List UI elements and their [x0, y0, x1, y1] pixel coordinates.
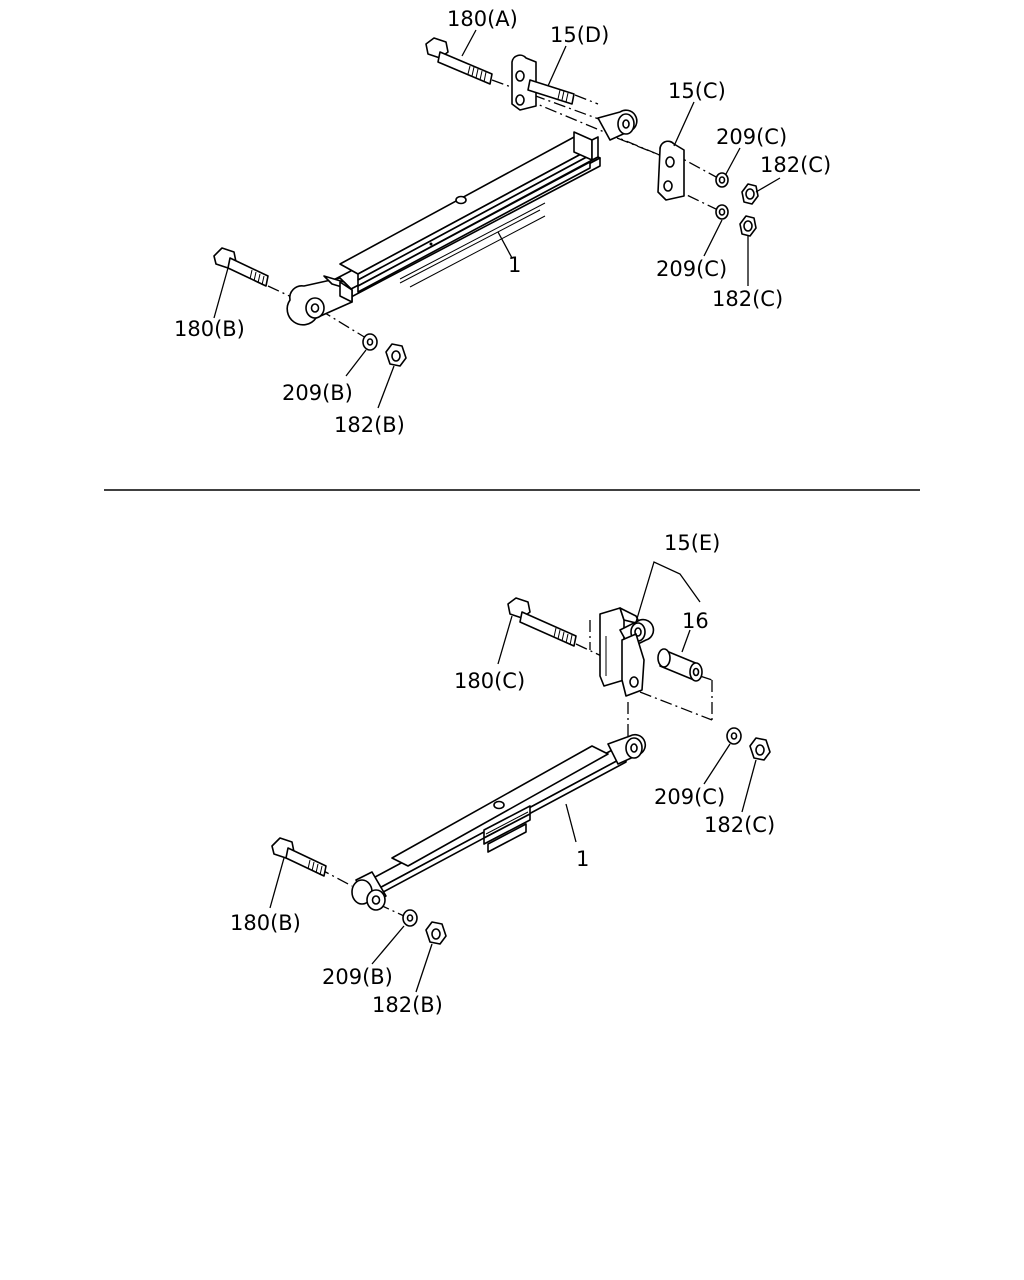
- label-bushing-16: 16: [682, 609, 709, 633]
- bolt-180a-icon: [425, 37, 493, 85]
- label-bracket-15d: 15(D): [550, 23, 609, 47]
- washer-209c-bottom-icon: [715, 204, 729, 220]
- label-washer-209c-bottom: 209(C): [656, 257, 727, 281]
- lower-center-lines: [317, 620, 713, 917]
- bolt-180b-lower-icon: [271, 837, 327, 877]
- washer-209b-lower-icon: [402, 909, 418, 927]
- nut-182b-upper-icon: [385, 343, 407, 367]
- washer-209b-upper-icon: [362, 333, 378, 351]
- label-bolt-180a: 180(A): [447, 7, 518, 31]
- label-leaf-spring-upper: 1: [508, 253, 521, 277]
- label-nut-182b-upper: 182(B): [334, 413, 405, 437]
- upper-view: 180(A) 15(D) 15(C) 209(C) 182(C) 1 209(C…: [174, 7, 831, 437]
- bracket-15c-icon: [657, 140, 685, 201]
- upper-leader-lines: [213, 29, 781, 409]
- label-nut-182c-top: 182(C): [760, 153, 831, 177]
- leaf-spring-upper: [286, 109, 638, 326]
- nut-182b-lower-icon: [425, 921, 447, 945]
- nut-182c-bottom-icon: [739, 215, 757, 237]
- label-bracket-15c: 15(C): [668, 79, 726, 103]
- bushing-16-icon: [657, 648, 703, 682]
- leaf-spring-lower: [351, 733, 647, 911]
- label-nut-182b-lower: 182(B): [372, 993, 443, 1017]
- nut-182c-lower-icon: [749, 737, 771, 761]
- washer-209c-top-icon: [715, 172, 729, 188]
- nut-182c-top-icon: [741, 183, 759, 205]
- bracket-15d-icon: [511, 54, 575, 111]
- upper-center-lines: [267, 79, 719, 339]
- label-leaf-spring-lower: 1: [576, 847, 589, 871]
- shackle-15e-icon: [599, 607, 655, 697]
- label-bolt-180b-upper: 180(B): [174, 317, 245, 341]
- bolt-180c-icon: [507, 597, 577, 647]
- washer-209c-lower-icon: [726, 727, 742, 745]
- label-bolt-180b-lower: 180(B): [230, 911, 301, 935]
- label-shackle-15e: 15(E): [664, 531, 720, 555]
- label-washer-209b-lower: 209(B): [322, 965, 393, 989]
- lower-leader-lines: [269, 561, 757, 993]
- label-bolt-180c: 180(C): [454, 669, 525, 693]
- label-washer-209b-upper: 209(B): [282, 381, 353, 405]
- label-washer-209c-top: 209(C): [716, 125, 787, 149]
- label-nut-182c-lower: 182(C): [704, 813, 775, 837]
- label-washer-209c-lower: 209(C): [654, 785, 725, 809]
- label-nut-182c-bottom: 182(C): [712, 287, 783, 311]
- bolt-180b-upper-icon: [213, 247, 269, 287]
- lower-view: 15(E) 16 180(C) 209(C) 182(C) 1 180(B) 2…: [230, 531, 775, 1017]
